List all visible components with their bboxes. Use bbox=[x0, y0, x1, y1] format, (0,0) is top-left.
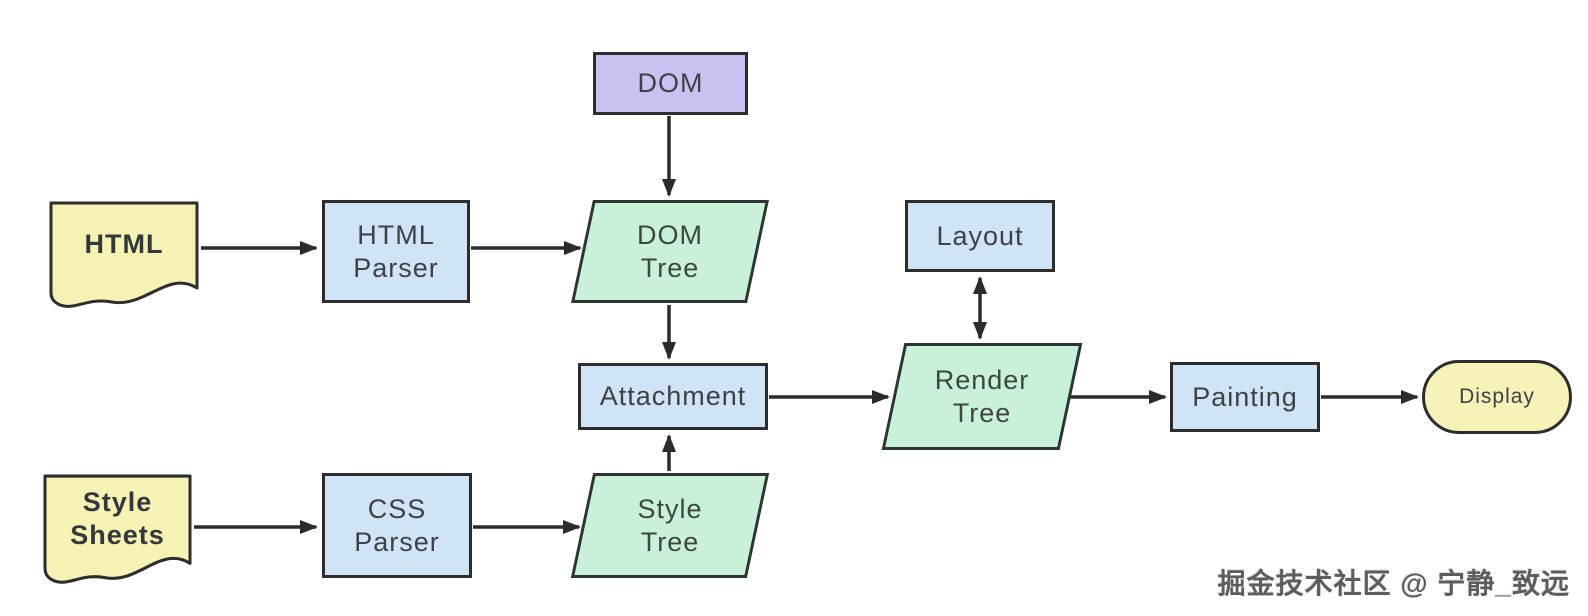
node-css-parser: CSS Parser bbox=[322, 473, 472, 578]
document-shape-icon bbox=[43, 474, 192, 584]
node-style-tree: Style Tree bbox=[570, 473, 770, 578]
style-sheets-label: Style Sheets bbox=[70, 487, 165, 550]
node-render-tree: Render Tree bbox=[881, 343, 1083, 450]
node-dom: DOM bbox=[593, 52, 748, 115]
html-parser-label: HTML Parser bbox=[353, 219, 439, 283]
render-tree-label: Render Tree bbox=[934, 364, 1030, 428]
dom-label: DOM bbox=[637, 68, 704, 98]
node-html-parser: HTML Parser bbox=[322, 200, 470, 303]
layout-label: Layout bbox=[936, 220, 1024, 251]
attachment-label: Attachment bbox=[599, 381, 747, 411]
painting-label: Painting bbox=[1192, 381, 1298, 412]
node-html: HTML bbox=[48, 200, 200, 312]
css-parser-label: CSS Parser bbox=[354, 493, 440, 557]
node-layout: Layout bbox=[905, 200, 1055, 272]
display-label: Display bbox=[1459, 385, 1535, 408]
html-label: HTML bbox=[84, 229, 164, 260]
style-tree-label: Style Tree bbox=[637, 493, 703, 557]
node-dom-tree: DOM Tree bbox=[571, 200, 769, 303]
dom-tree-label: DOM Tree bbox=[637, 219, 703, 283]
node-display: Display bbox=[1422, 360, 1572, 434]
node-attachment: Attachment bbox=[578, 363, 768, 430]
document-shape-icon bbox=[49, 201, 199, 308]
node-painting: Painting bbox=[1170, 362, 1320, 432]
node-style-sheets: Style Sheets bbox=[42, 473, 193, 588]
watermark: 掘金技术社区 @ 宁静_致远 bbox=[1217, 568, 1570, 599]
